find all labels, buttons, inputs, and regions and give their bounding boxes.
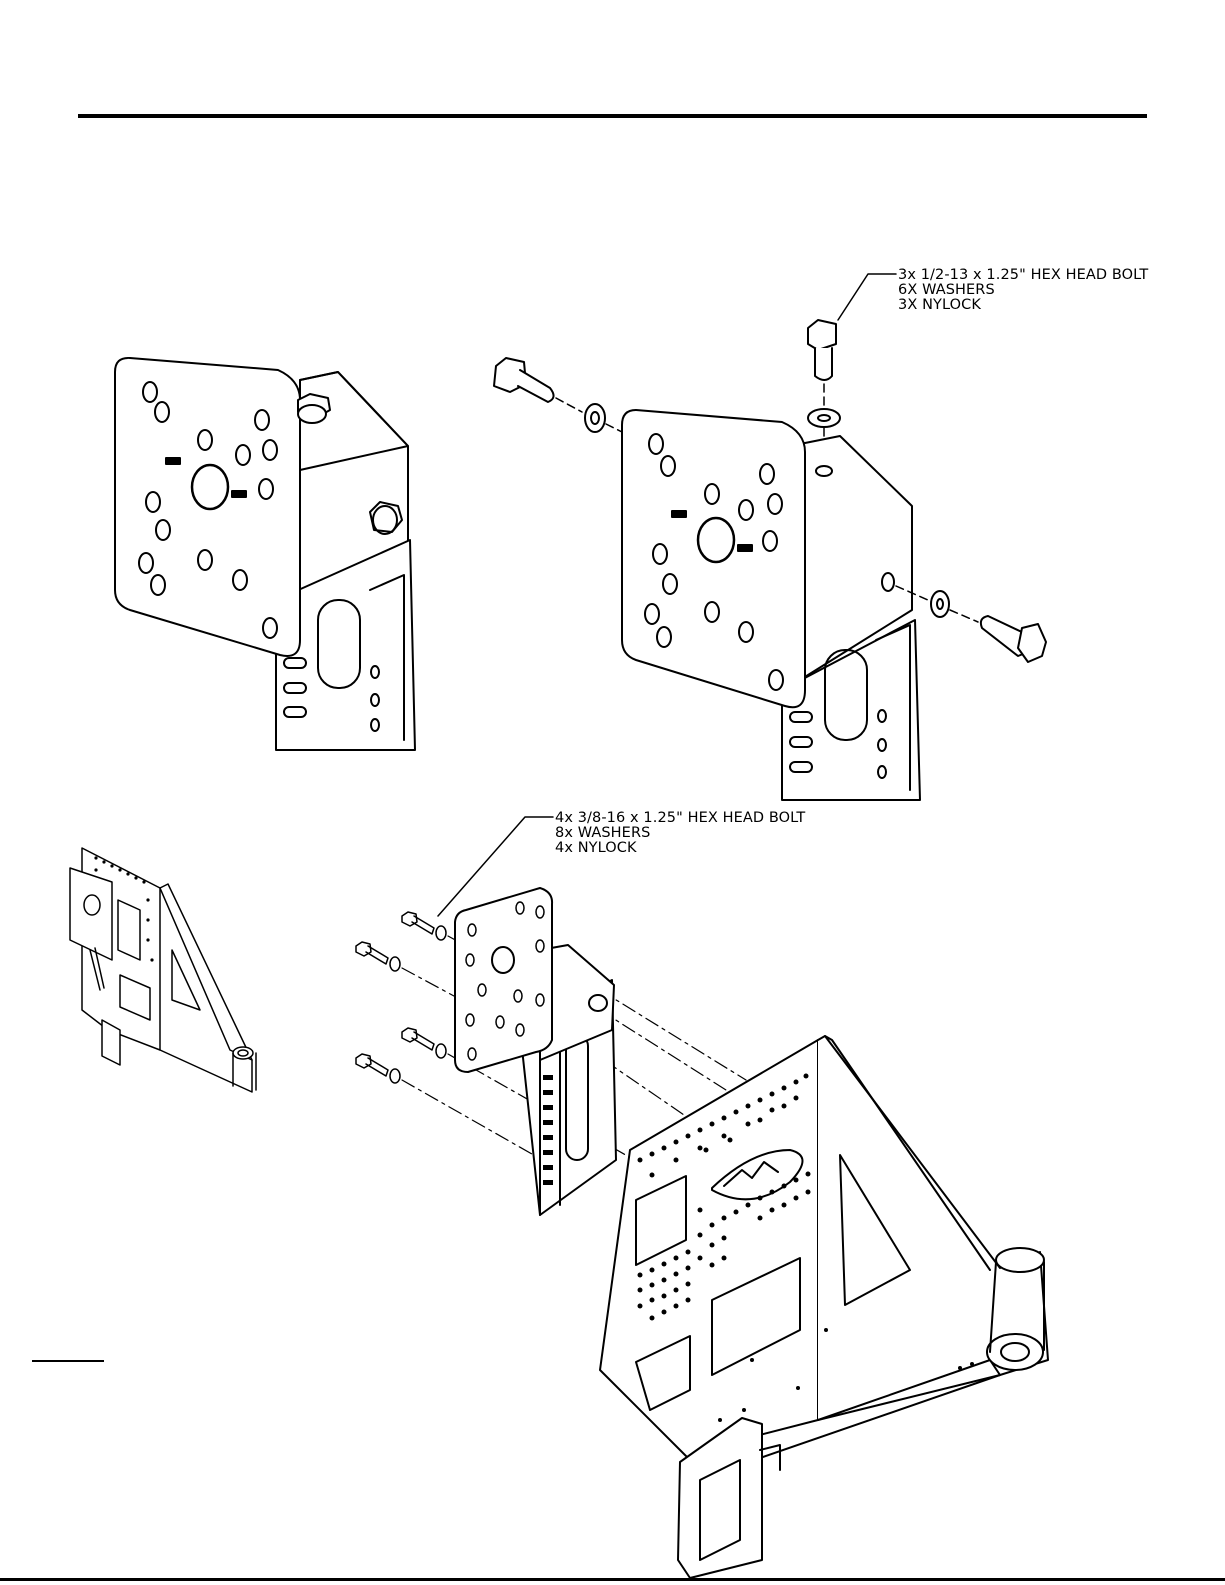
bracket-assembled bbox=[115, 358, 415, 750]
bolt-set bbox=[356, 912, 446, 1083]
carrier-overview-small bbox=[70, 848, 256, 1092]
bracket-exploded bbox=[494, 320, 1046, 800]
bolt-top bbox=[808, 320, 836, 380]
bolt-right bbox=[981, 616, 1046, 662]
bolt-left bbox=[494, 358, 554, 402]
carrier-large bbox=[600, 1036, 1048, 1578]
